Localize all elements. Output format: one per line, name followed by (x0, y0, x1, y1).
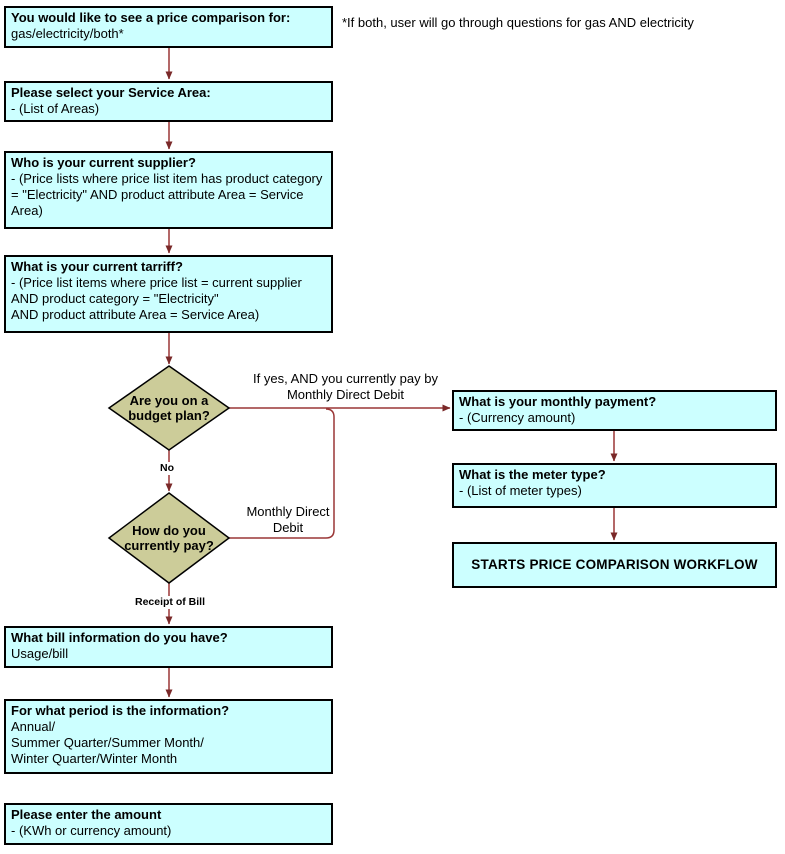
node-title: What is your current tarriff? (11, 259, 183, 274)
node-period: For what period is the information? Annu… (4, 699, 333, 774)
node-title: You would like to see a price comparison… (11, 10, 291, 25)
node-body: - (KWh or currency amount) (11, 823, 172, 838)
connector-howpay-debit-junction (229, 408, 335, 539)
node-body: - (Price list items where price list = c… (11, 275, 302, 322)
node-service-area: Please select your Service Area: - (List… (4, 81, 333, 122)
node-amount: Please enter the amount - (KWh or curren… (4, 803, 333, 845)
decision-budget-plan-label: Are you on a budget plan? (128, 393, 210, 423)
decision-how-pay-label: How do you currently pay? (124, 523, 214, 553)
edge-label-if-yes: If yes, AND you currently pay by Monthly… (253, 371, 438, 402)
node-current-tarriff: What is your current tarriff? - (Price l… (4, 255, 333, 333)
node-bill-info: What bill information do you have? Usage… (4, 626, 333, 668)
node-body: gas/electricity/both* (11, 26, 124, 41)
node-title: What is the meter type? (459, 467, 606, 482)
node-body: Annual/ Summer Quarter/Summer Month/ Win… (11, 719, 204, 766)
node-title: What bill information do you have? (11, 630, 228, 645)
node-title: Please select your Service Area: (11, 85, 211, 100)
node-body: - (Price lists where price list item has… (11, 171, 323, 218)
node-body: Usage/bill (11, 646, 69, 661)
node-body: - (Currency amount) (459, 410, 576, 425)
node-title: What is your monthly payment? (459, 394, 657, 409)
decision-how-pay-shape (107, 492, 231, 584)
node-title: STARTS PRICE COMPARISON WORKFLOW (471, 557, 758, 572)
decision-budget-plan-shape (107, 365, 231, 451)
edge-label-monthly-direct-debit: Monthly Direct Debit (246, 504, 330, 535)
node-meter-type: What is the meter type? - (List of meter… (452, 463, 777, 508)
edge-label-no: No (152, 462, 182, 475)
edge-label-receipt-of-bill: Receipt of Bill (124, 596, 216, 609)
node-title: Please enter the amount (11, 807, 162, 822)
node-current-supplier: Who is your current supplier? - (Price l… (4, 151, 333, 229)
node-body: - (List of meter types) (459, 483, 582, 498)
both-footnote: *If both, user will go through questions… (342, 15, 694, 30)
node-body: - (List of Areas) (11, 101, 100, 116)
node-price-comparison: You would like to see a price comparison… (4, 6, 333, 48)
node-start-workflow: STARTS PRICE COMPARISON WORKFLOW (452, 542, 777, 588)
node-title: Who is your current supplier? (11, 155, 196, 170)
node-title: For what period is the information? (11, 703, 230, 718)
node-monthly-payment: What is your monthly payment? - (Currenc… (452, 390, 777, 431)
